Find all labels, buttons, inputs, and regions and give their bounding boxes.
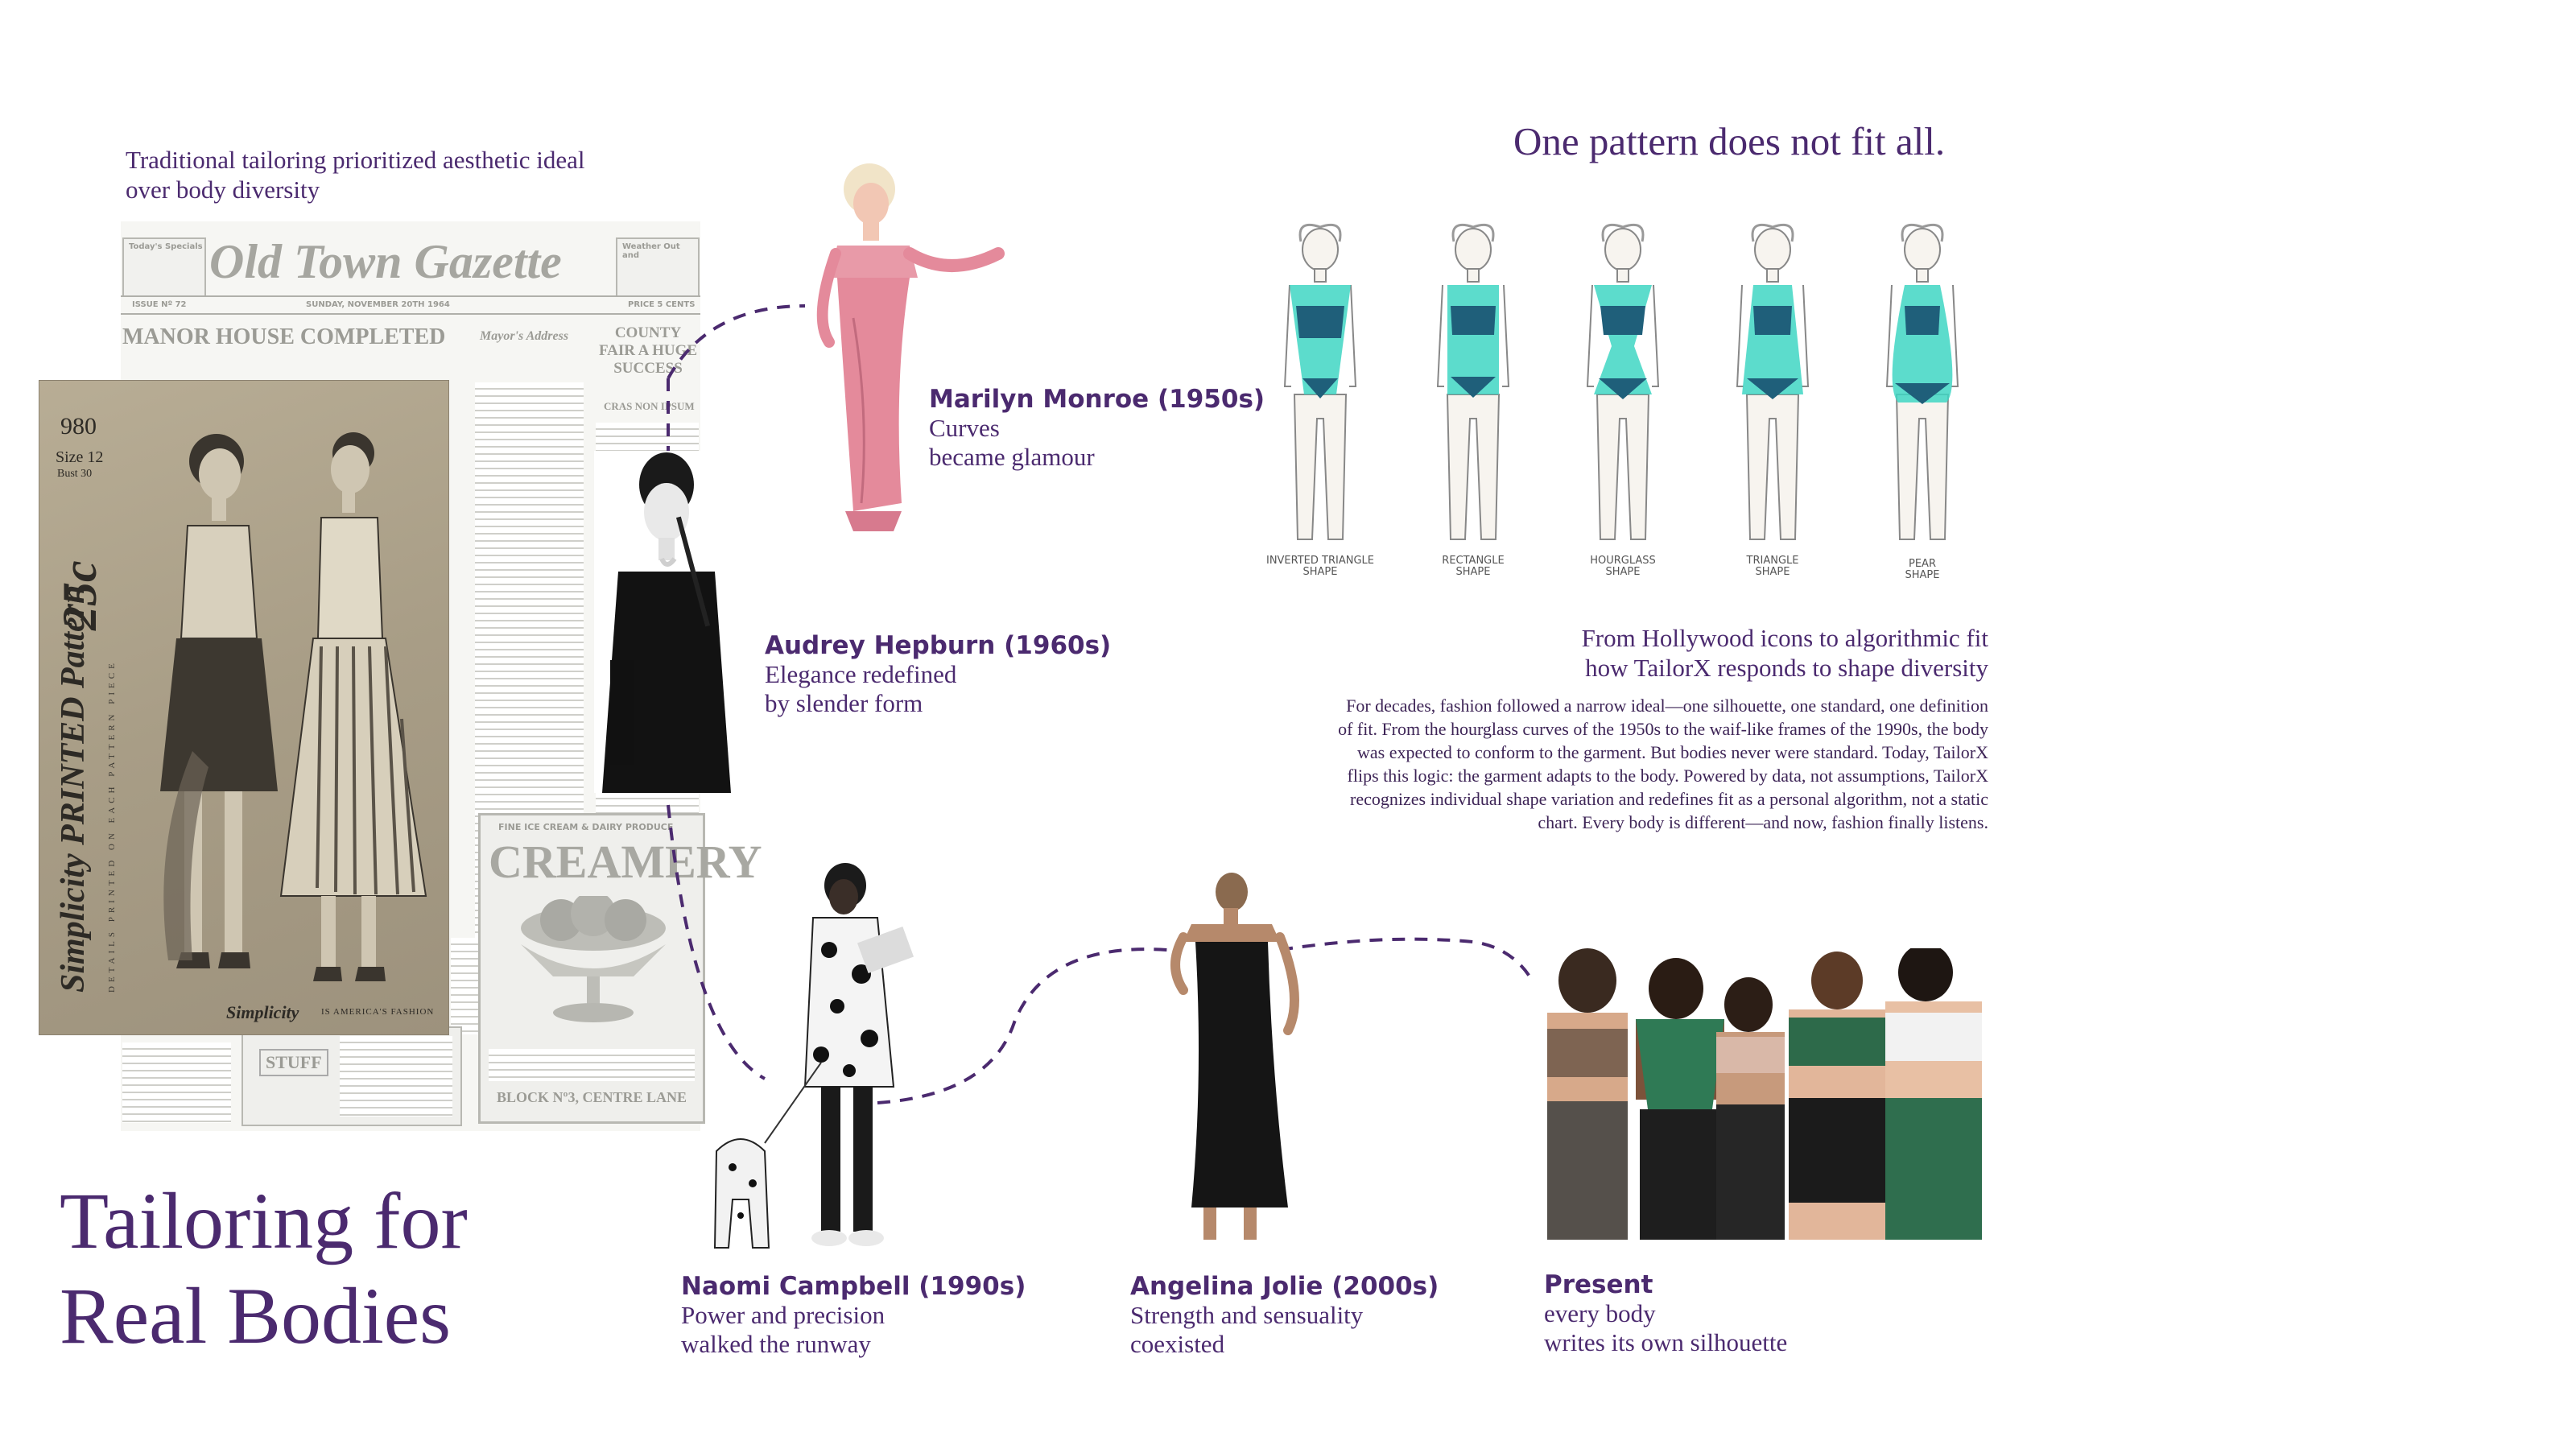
subtitle-line-1: From Hollywood icons to algorithmic fit bbox=[1581, 624, 1988, 652]
shape-label-line: SHAPE bbox=[1755, 566, 1790, 578]
paragraph-line: flips this logic: the garment adapts to … bbox=[1347, 766, 1988, 786]
pattern-number: 980 bbox=[60, 413, 97, 440]
shape-label-line: RECTANGLE bbox=[1442, 555, 1505, 567]
campbell-desc-2: walked the runway bbox=[681, 1330, 871, 1358]
page-title: Tailoring for Real Bodies bbox=[60, 1174, 468, 1364]
audrey-hepburn-photo bbox=[594, 451, 747, 793]
right-box: Weather Out and bbox=[616, 237, 700, 297]
angelina-jolie-photo bbox=[1170, 873, 1299, 1240]
present-caption: Present every body writes its own silhou… bbox=[1544, 1270, 1787, 1357]
subtitle: From Hollywood icons to algorithmic fit … bbox=[1368, 623, 1988, 683]
price: PRICE 5 CENTS bbox=[628, 300, 696, 309]
ad-text bbox=[489, 1049, 695, 1081]
divider bbox=[121, 295, 700, 297]
campbell-caption: Naomi Campbell (1990s) Power and precisi… bbox=[681, 1272, 1026, 1359]
left-box-title: Today's Specials bbox=[129, 242, 203, 251]
shape-label-line: SHAPE bbox=[1605, 566, 1641, 578]
issue: ISSUE Nº 72 bbox=[132, 300, 187, 309]
shape-label-rectangle: RECTANGLE SHAPE bbox=[1401, 555, 1546, 578]
paragraph-line: chart. Every body is different—and now, … bbox=[1538, 812, 1988, 832]
shape-label-line: SHAPE bbox=[1905, 569, 1940, 581]
paragraph-line: was expected to conform to the garment. … bbox=[1357, 742, 1988, 762]
jolie-desc-2: coexisted bbox=[1130, 1330, 1225, 1358]
intro-line-1: Traditional tailoring prioritized aesthe… bbox=[126, 146, 585, 174]
hourglass-figure bbox=[1586, 223, 1660, 541]
body-shapes-chart: INVERTED TRIANGLE SHAPE RECTANGLE SHAPE … bbox=[1248, 217, 1988, 588]
present-name: Present bbox=[1544, 1270, 1653, 1299]
monroe-desc-1: Curves bbox=[929, 414, 1000, 442]
shape-label-line: TRIANGLE bbox=[1746, 555, 1799, 567]
hepburn-name: Audrey Hepburn (1960s) bbox=[765, 631, 1112, 660]
pattern-size: Size 12 bbox=[56, 448, 104, 466]
shape-label-line: SHAPE bbox=[1455, 566, 1491, 578]
manor-headline: MANOR HOUSE COMPLETED bbox=[122, 324, 446, 349]
shape-label-line: PEAR bbox=[1909, 558, 1936, 570]
creamery-ad: FINE ICE CREAM & DAIRY PRODUCE CREAMERY … bbox=[478, 813, 762, 1124]
pattern-illustration bbox=[160, 432, 427, 981]
paragraph-line: For decades, fashion followed a narrow i… bbox=[1346, 696, 1988, 716]
naomi-campbell-photo bbox=[713, 863, 914, 1249]
hepburn-desc-1: Elegance redefined bbox=[765, 660, 957, 688]
bottom-ad: STUFF bbox=[242, 1026, 462, 1126]
triangle-figure bbox=[1736, 223, 1810, 541]
right-box-title: Weather Out and bbox=[622, 242, 680, 260]
creamery-tagline: FINE ICE CREAM & DAIRY PRODUCE bbox=[498, 822, 674, 832]
county-headline: COUNTY FAIR A HUGE SUCCESS bbox=[598, 324, 698, 377]
jolie-desc-1: Strength and sensuality bbox=[1130, 1301, 1364, 1329]
shape-label-line: HOURGLASS bbox=[1590, 555, 1656, 567]
rectangle-figure bbox=[1436, 223, 1510, 541]
pear-figure bbox=[1885, 223, 1959, 541]
headline: One pattern does not fit all. bbox=[1513, 119, 1946, 163]
ad-text bbox=[340, 1036, 452, 1117]
subtitle-line-2: how TailorX responds to shape diversity bbox=[1585, 654, 1988, 682]
monroe-desc-2: became glamour bbox=[929, 443, 1095, 471]
shape-label-line: SHAPE bbox=[1302, 566, 1338, 578]
mayor-heading: Mayor's Address bbox=[480, 329, 569, 343]
pattern-bust: Bust 30 bbox=[57, 468, 93, 480]
title-line-1: Tailoring for bbox=[60, 1176, 468, 1265]
column-text bbox=[122, 1042, 231, 1123]
column-text bbox=[451, 938, 483, 1034]
shape-label-line: INVERTED TRIANGLE bbox=[1265, 555, 1374, 567]
present-desc-2: writes its own silhouette bbox=[1544, 1328, 1788, 1356]
title-line-2: Real Bodies bbox=[60, 1271, 452, 1360]
hepburn-desc-2: by slender form bbox=[765, 689, 923, 717]
shape-label-pear: PEAR SHAPE bbox=[1850, 559, 1995, 581]
left-box: Today's Specials bbox=[122, 237, 206, 297]
paragraph-line: of fit. From the hourglass curves of the… bbox=[1338, 719, 1988, 739]
vintage-pattern-card: 980 Size 12 Bust 30 25c Simplicity PRINT… bbox=[39, 380, 449, 1035]
jolie-caption: Angelina Jolie (2000s) Strength and sens… bbox=[1130, 1272, 1439, 1359]
divider bbox=[121, 313, 700, 315]
sundae-icon bbox=[521, 896, 666, 1022]
campbell-name: Naomi Campbell (1990s) bbox=[681, 1272, 1026, 1301]
monroe-caption: Marilyn Monroe (1950s) Curves became gla… bbox=[929, 385, 1265, 472]
present-desc-1: every body bbox=[1544, 1299, 1656, 1327]
campbell-desc-1: Power and precision bbox=[681, 1301, 886, 1329]
inverted-triangle-figure bbox=[1283, 223, 1357, 541]
shape-label-triangle: TRIANGLE SHAPE bbox=[1700, 555, 1845, 578]
pattern-footer-tag: IS AMERICA'S FASHION bbox=[321, 1007, 435, 1017]
date: SUNDAY, NOVEMBER 20TH 1964 bbox=[306, 300, 450, 309]
marilyn-monroe-photo bbox=[816, 163, 1005, 531]
bottom-ad-title: STUFF bbox=[259, 1049, 328, 1076]
masthead: Old Town Gazette bbox=[209, 235, 562, 288]
intro-text: Traditional tailoring prioritized aesthe… bbox=[126, 145, 689, 204]
monroe-name: Marilyn Monroe (1950s) bbox=[929, 385, 1265, 414]
cras-heading: CRAS NON IPSUM bbox=[604, 400, 695, 412]
intro-line-2: over body diversity bbox=[126, 175, 320, 204]
creamery-address: BLOCK Nº3, CENTRE LANE bbox=[497, 1089, 687, 1105]
body-paragraph: For decades, fashion followed a narrow i… bbox=[1167, 694, 1988, 834]
body-shape-figures bbox=[1283, 223, 1959, 541]
shape-label-hourglass: HOURGLASS SHAPE bbox=[1550, 555, 1695, 578]
present-group-photo bbox=[1531, 948, 1990, 1240]
pattern-footer-brand: Simplicity bbox=[226, 1002, 299, 1022]
hepburn-caption: Audrey Hepburn (1960s) Elegance redefine… bbox=[765, 631, 1111, 718]
creamery-title: CREAMERY bbox=[489, 836, 762, 888]
jolie-name: Angelina Jolie (2000s) bbox=[1130, 1272, 1439, 1301]
paragraph-line: recognizes individual shape variation an… bbox=[1350, 789, 1988, 809]
shape-label-inverted-triangle: INVERTED TRIANGLE SHAPE bbox=[1248, 555, 1393, 578]
